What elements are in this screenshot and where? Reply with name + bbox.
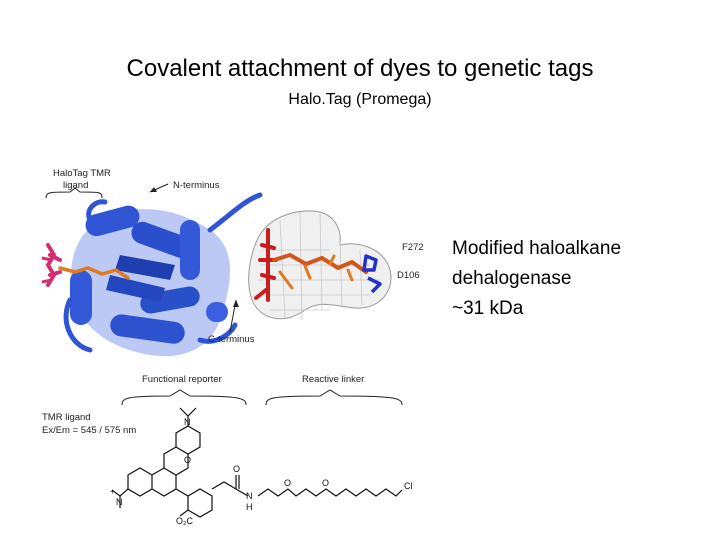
n-terminus-label: N-terminus [173, 180, 220, 191]
atom-o-ether1: O [284, 478, 291, 488]
protein-sheet [115, 255, 175, 280]
atom-plus: + [110, 487, 115, 496]
atom-o-ring: O [184, 455, 191, 465]
reactive-linker-label: Reactive linker [302, 374, 364, 385]
protein-helix [206, 302, 228, 322]
c-terminus-label: C-terminus [208, 334, 255, 345]
f272-label: F272 [402, 242, 424, 253]
description-line-3: ~31 kDa [452, 298, 524, 319]
description-line-2: dehalogenase [452, 268, 572, 289]
residue-blue [362, 254, 382, 294]
functional-reporter-brace [121, 389, 247, 406]
d106-label: D106 [397, 270, 420, 281]
halotag-tmr-ligand-label: HaloTag TMR [53, 168, 111, 179]
halotag-figure-svg: HaloTag TMR ligand N-terminus F272 D106 … [41, 168, 424, 526]
slide-title: Covalent attachment of dyes to genetic t… [126, 55, 594, 82]
bound-ligand-left [41, 243, 130, 287]
ligand-red [254, 228, 278, 302]
atom-n-left: N [116, 497, 123, 507]
ex-em-label: Ex/Em = 545 / 575 nm [42, 425, 136, 436]
functional-reporter-label: Functional reporter [142, 374, 222, 385]
atom-h: H [246, 502, 253, 512]
atom-co2: O₂C [176, 516, 193, 526]
protein-sheet [106, 275, 165, 302]
tmr-ligand-structure [111, 407, 403, 518]
protein-helix [110, 314, 185, 344]
protein-helix [85, 205, 140, 237]
atom-cl: Cl [404, 481, 413, 491]
slide-subtitle: Halo.Tag (Promega) [288, 91, 432, 108]
protein-helix [180, 220, 200, 280]
reactive-linker-brace [265, 389, 403, 406]
protein-structure [63, 192, 263, 357]
surface-mesh-ligand [248, 210, 392, 321]
halotag-figure: HaloTag TMR ligand N-terminus F272 D106 … [30, 160, 430, 532]
protein-helix [70, 270, 92, 325]
protein-coil [63, 192, 263, 353]
ligand-brace [45, 187, 103, 199]
atom-o-carbonyl: O [233, 464, 240, 474]
description-line-1: Modified haloalkane [452, 238, 622, 259]
tmr-ligand-label: TMR ligand [42, 412, 91, 423]
ligand-orange-linker [272, 252, 368, 274]
atom-n-top: N [184, 417, 191, 427]
atom-o-ether2: O [322, 478, 329, 488]
atom-nh: N [246, 491, 253, 501]
halotag-tmr-ligand-label-2: ligand [63, 180, 88, 191]
description-text: Modified haloalkane dehalogenase ~31 kDa [452, 234, 621, 324]
